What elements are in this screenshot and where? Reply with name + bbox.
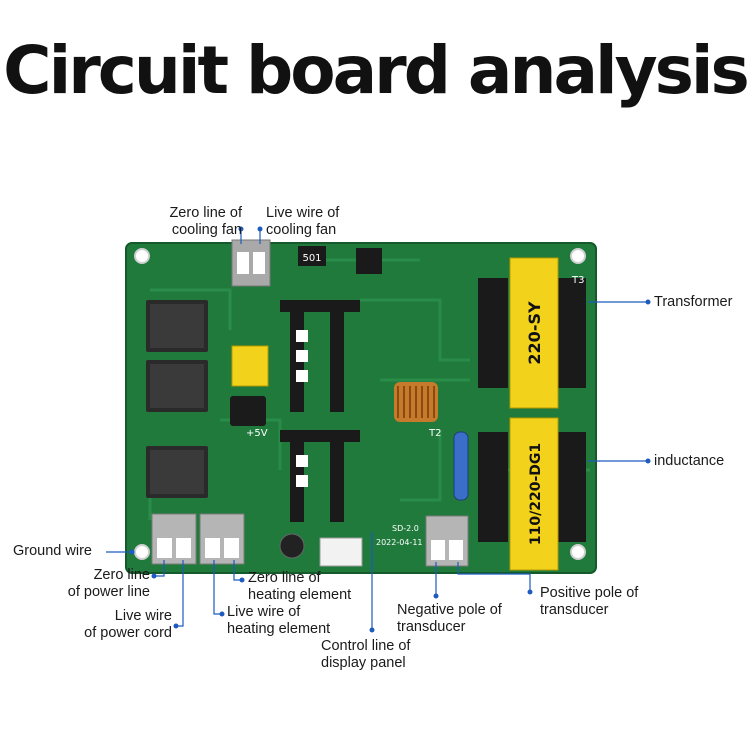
t2-label: T2: [428, 428, 441, 439]
transformer-top-label: 220-SY: [525, 301, 544, 365]
inductance-component: [453, 431, 469, 501]
transformer-top: 220-SY: [478, 257, 586, 409]
chip-501-label: 501: [302, 253, 321, 264]
label-live-wire-power: Live wire of power cord: [60, 608, 172, 642]
mounting-holes: [134, 248, 586, 560]
chip-501: [298, 246, 326, 266]
label-inductance: inductance: [654, 453, 725, 469]
label-negative-pole: Negative pole of transducer: [397, 602, 502, 636]
label-live-wire-heating: Live wire of heating element: [227, 604, 330, 638]
relay-1: [146, 300, 208, 352]
label-zero-line-cooling-fan: Zero line of cooling fan: [152, 205, 242, 239]
small-transformer: [231, 345, 269, 387]
inductor-coil: [394, 382, 438, 422]
label-line: Live wire: [114, 608, 172, 624]
label-transformer: Transformer: [654, 294, 733, 310]
label-zero-line-power: Zero line of power line: [50, 567, 150, 601]
label-line: Zero line of: [248, 570, 321, 586]
label-line: cooling fan: [266, 222, 337, 238]
label-line: Negative pole of: [397, 602, 502, 618]
label-line: Zero line of: [169, 205, 242, 221]
electrolytic-capacitor: [279, 533, 305, 559]
page-title: Circuit board analysis: [3, 32, 750, 109]
label-line: transducer: [397, 619, 466, 635]
label-control-line: Control line of display panel: [321, 638, 410, 672]
heating-terminal-block: [199, 513, 245, 565]
transducer-terminal-block: [425, 515, 469, 567]
label-line: heating element: [248, 587, 352, 603]
label-line: cooling fan: [171, 222, 242, 238]
label-line: Live wire of: [266, 205, 340, 221]
plus5v-label: +5V: [246, 428, 268, 439]
label-line: Zero line: [93, 567, 150, 583]
display-connector: [319, 537, 363, 567]
label-line: heating element: [227, 621, 331, 637]
power-terminal-block: [151, 513, 197, 565]
relay-3: [146, 446, 208, 498]
leader-dots: [129, 226, 651, 633]
regulator: [356, 248, 382, 274]
t3-label: T3: [571, 275, 584, 286]
relay-2: [146, 360, 208, 412]
label-line: display panel: [321, 655, 406, 671]
label-line: of power cord: [84, 625, 172, 641]
date-label: 2022-04-11: [376, 538, 423, 547]
transformer-bottom-label: 110/220-DG1: [528, 443, 544, 545]
power-transistors: [296, 330, 308, 487]
label-line: of power line: [67, 584, 150, 600]
label-line: Control line of: [321, 638, 411, 654]
transformer-bottom: 110/220-DG1: [478, 417, 586, 571]
label-line: Positive pole of: [540, 585, 639, 601]
label-zero-line-heating: Zero line of heating element: [248, 570, 351, 604]
label-live-wire-cooling-fan: Live wire of cooling fan: [266, 205, 339, 239]
label-line: Live wire of: [227, 604, 301, 620]
version-label: SD-2.0: [392, 524, 419, 533]
capacitor-block: [230, 396, 266, 426]
label-line: transducer: [540, 602, 609, 618]
label-ground-wire: Ground wire: [13, 543, 92, 559]
label-positive-pole: Positive pole of transducer: [540, 585, 638, 619]
